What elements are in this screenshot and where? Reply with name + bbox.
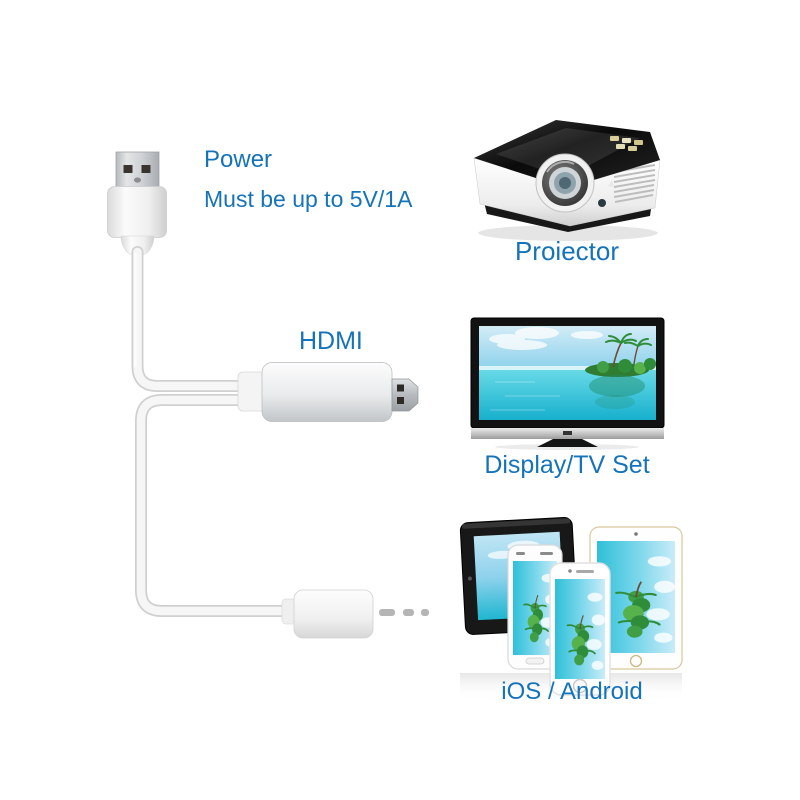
power-requirement-label: Must be up to 5V/1A (204, 186, 413, 212)
projector-lens (535, 153, 595, 213)
hdmi-label: HDMI (299, 327, 363, 355)
projector-image (473, 120, 661, 241)
power-cable (131, 246, 249, 392)
tv-caption: Display/TV Set (484, 451, 650, 479)
devices-image (459, 517, 683, 701)
devices-caption: iOS / Android (501, 678, 643, 705)
iphone (549, 562, 611, 696)
connection-dashes (379, 609, 429, 616)
device-cable (135, 394, 292, 617)
palm-island (585, 333, 656, 409)
device-port-icon (281, 589, 429, 639)
power-label: Power (204, 146, 273, 173)
usb-plug-icon (107, 151, 167, 255)
projector-caption: Proiector (514, 236, 620, 266)
android-phone (507, 544, 563, 670)
tv-screen (479, 326, 656, 420)
hdmi-plug-icon (237, 362, 419, 422)
tv-image (470, 317, 665, 450)
